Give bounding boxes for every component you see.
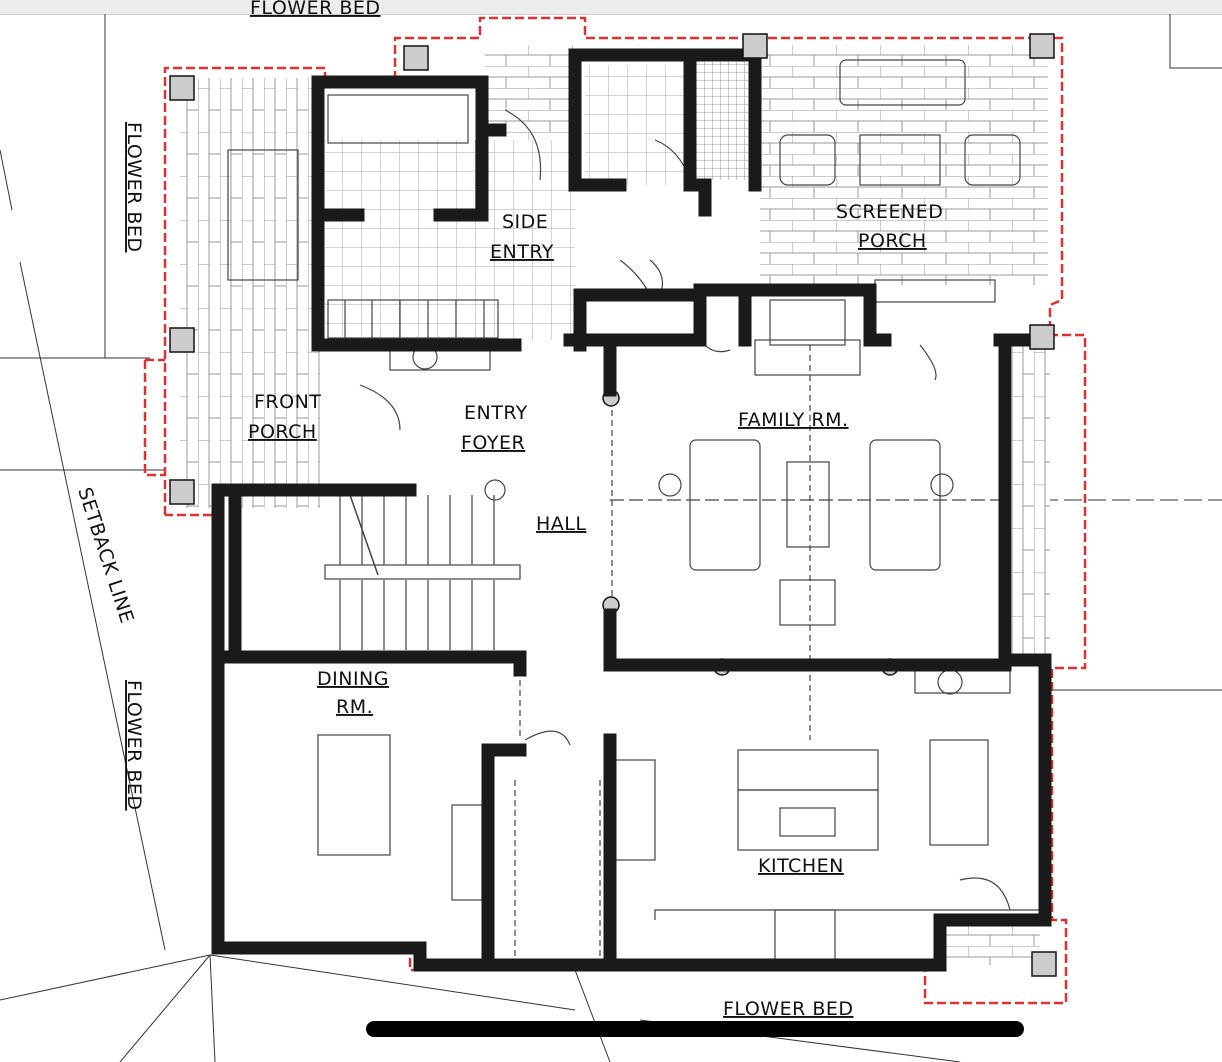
label-screened-porch-2: PORCH [858, 230, 927, 252]
label-family-rm: FAMILY RM. [738, 409, 849, 431]
front-porch-floor [180, 78, 320, 508]
label-kitchen: KITCHEN [758, 855, 844, 877]
label-dining-rm-2: RM. [336, 696, 373, 718]
label-flower-bed-left-lower: FLOWER BED [123, 680, 145, 811]
label-setback-line: SETBACK LINE [73, 485, 138, 626]
label-side-entry-1: SIDE [502, 211, 548, 233]
label-entry-foyer-1: ENTRY [464, 402, 528, 424]
walls [211, 48, 1052, 972]
side-deck-floor [1012, 345, 1050, 660]
label-side-entry-2: ENTRY [490, 241, 554, 263]
home-indicator [366, 1021, 1024, 1037]
setback-line [19, 261, 166, 951]
site-lines [0, 14, 1222, 1062]
label-flower-bed-bottom: FLOWER BED [723, 998, 854, 1020]
bath-floor [585, 65, 685, 185]
label-entry-foyer-2: FOYER [461, 432, 525, 454]
posts [169, 33, 1057, 977]
rear-stoop-floor [935, 925, 1040, 965]
screened-porch-floor [760, 45, 1048, 285]
label-dining-rm-1: DINING [317, 668, 389, 690]
label-flower-bed-top: FLOWER BED [250, 0, 381, 19]
shower-floor [692, 62, 748, 180]
label-front-porch-1: FRONT [254, 391, 321, 413]
label-screened-porch-1: SCREENED [836, 201, 943, 223]
label-flower-bed-left-upper: FLOWER BED [123, 122, 145, 253]
top-bar [0, 0, 1222, 15]
footprint-outline [143, 16, 1087, 1005]
columns [602, 389, 899, 676]
side-entry-floor [325, 140, 575, 340]
label-hall: HALL [536, 513, 586, 535]
label-front-porch-2: PORCH [248, 421, 317, 443]
